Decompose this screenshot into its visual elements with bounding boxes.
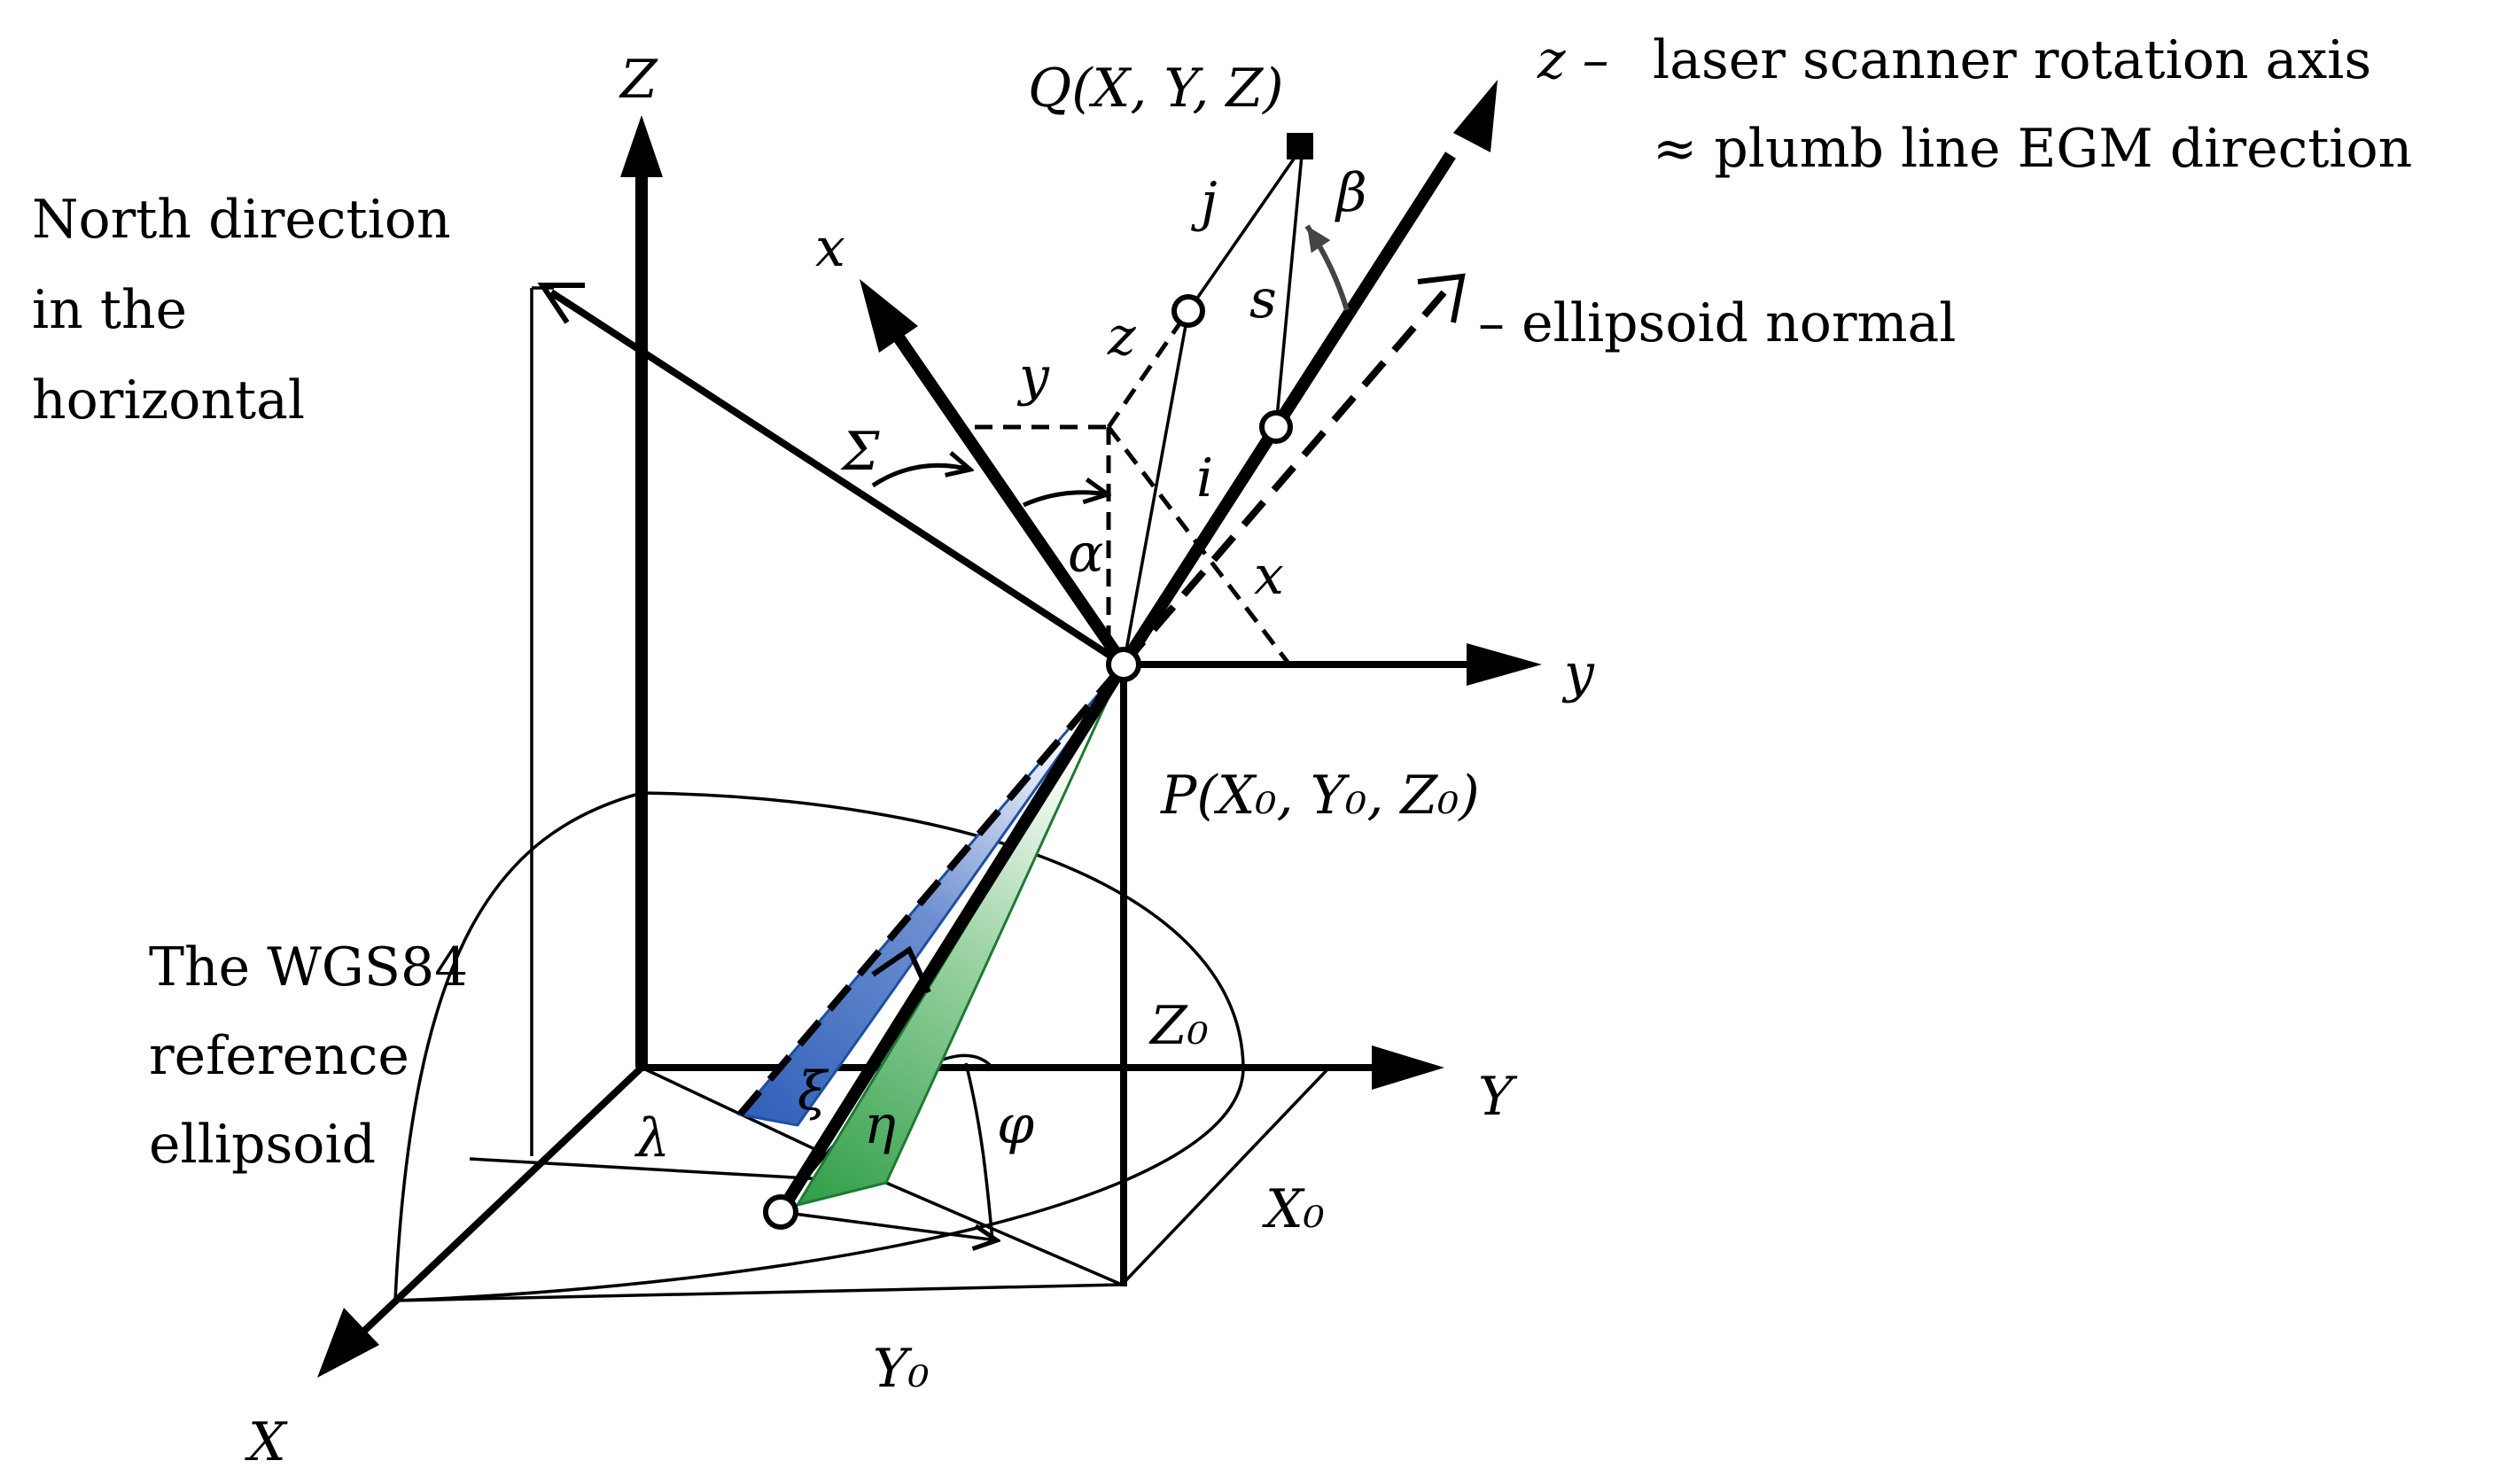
normal-arrowhead-open (1417, 273, 1466, 323)
label-lambda: λ (634, 1107, 670, 1169)
label-j: j (1191, 171, 1218, 233)
point-p (1106, 647, 1141, 682)
local-y-arrowhead (1467, 643, 1542, 686)
x-axis-arrowhead (317, 1308, 379, 1378)
point-i (1259, 410, 1293, 444)
label-dashed-z: z (1107, 306, 1136, 368)
label-north-1: North direction (32, 189, 451, 251)
label-ellipsoid-1: The WGS84 (149, 936, 468, 998)
label-local-y: y (1561, 642, 1595, 704)
phi-angle-arc (964, 1062, 994, 1241)
label-y0: Y₀ (873, 1338, 930, 1400)
ellipsoid-prime-meridian (641, 791, 1245, 1068)
ellipsoid-equator (394, 1067, 1245, 1302)
label-eta: η (864, 1094, 896, 1156)
plumb-line (775, 80, 1498, 1216)
label-i: i (1196, 447, 1213, 509)
label-dashed-y: y (1016, 346, 1050, 408)
q-construction (975, 133, 1313, 666)
label-north-3: horizontal (32, 369, 305, 431)
sigma-arc (871, 465, 970, 488)
x-axis-line (359, 1065, 644, 1336)
local-frame (860, 279, 1542, 686)
label-z-prefix: z – (1537, 29, 1609, 91)
north-direction (532, 283, 1126, 668)
label-north-2: in the (32, 279, 187, 341)
label-y-axis: Y (1478, 1066, 1518, 1128)
points (763, 294, 1293, 1230)
alpha-arc (1022, 493, 1108, 508)
point-j (1171, 294, 1205, 328)
label-sigma: Σ (840, 421, 880, 483)
ground-foot-to-radius (780, 1210, 997, 1240)
north-arrowhead-open (537, 283, 585, 324)
plumb-line-lower (775, 661, 1129, 1216)
s-line (1274, 145, 1304, 428)
dashed-z-component (1106, 309, 1191, 429)
z-axis-arrowhead (620, 115, 663, 177)
label-beta: β (1335, 162, 1367, 224)
label-z-axis: Z (619, 49, 658, 111)
label-local-x: x (815, 217, 845, 279)
plumb-line-arrowhead (1453, 80, 1498, 152)
box-bottom-back (394, 1283, 1123, 1302)
point-q-marker (1287, 133, 1313, 159)
label-alpha: α (1068, 523, 1104, 585)
dashed-x-component (1107, 425, 1291, 666)
label-z0: Z₀ (1148, 995, 1209, 1057)
point-foot (763, 1194, 798, 1230)
equator-radius-to-foot (885, 1181, 1123, 1286)
p-to-j-point (1122, 310, 1190, 665)
normal-lower-arrow (871, 945, 931, 994)
plumb-line-upper (1118, 152, 1456, 668)
label-phi: φ (997, 1094, 1034, 1156)
label-x0: X₀ (1262, 1178, 1325, 1240)
box-bottom-right (1120, 1066, 1331, 1286)
label-ellipsoid-normal: – ellipsoid normal (1478, 292, 1956, 354)
label-scanner-2: ≈ plumb line EGM direction (1653, 118, 2412, 180)
label-ellipsoid-2: reference (149, 1025, 409, 1087)
label-dashed-x: x (1254, 545, 1284, 607)
angle-arcs (871, 224, 1350, 508)
reference-box (394, 288, 1331, 1302)
local-x-arrowhead (860, 279, 918, 353)
geocentric-axes (317, 115, 1444, 1378)
ellipsoid-meridian-outer (393, 791, 642, 1301)
label-s: s (1249, 268, 1277, 330)
label-xi: ξ (798, 1061, 829, 1123)
label-x-axis: X (245, 1411, 288, 1473)
j-to-q (1187, 145, 1304, 312)
north-line (549, 289, 1126, 668)
beta-arc (1304, 224, 1350, 311)
label-scanner-1: laser scanner rotation axis (1653, 29, 2371, 91)
normal-lower (736, 662, 1127, 1117)
label-ellipsoid-3: ellipsoid (149, 1114, 376, 1176)
label-point-p: P(X₀, Y₀, Z₀) (1160, 765, 1480, 827)
local-x-axis (890, 329, 1129, 668)
labels: Z Y X North direction in the horizontal … (32, 29, 2412, 1473)
y-axis-arrowhead (1372, 1045, 1444, 1090)
normal-upper (1120, 279, 1457, 667)
ellipsoid-normal (736, 273, 1466, 1117)
label-point-q: Q(X, Y, Z) (1028, 58, 1284, 120)
